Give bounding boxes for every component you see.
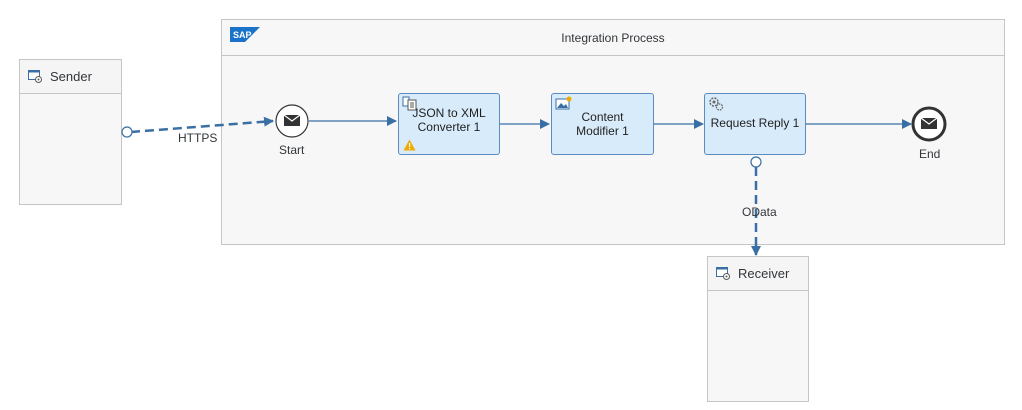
receiver-participant[interactable]: Receiver	[707, 256, 809, 402]
pool-header: SAP Integration Process	[222, 20, 1004, 56]
start-event[interactable]	[275, 104, 309, 138]
sender-header: Sender	[20, 60, 121, 94]
sender-https-flow[interactable]	[130, 116, 274, 134]
modifier-label-line1: Content	[581, 110, 624, 124]
end-event[interactable]	[911, 106, 947, 142]
gear-icon	[709, 97, 724, 111]
start-label: Start	[279, 143, 305, 157]
sender-label: Sender	[50, 69, 92, 84]
content-modifier-icon	[555, 96, 572, 110]
warning-icon[interactable]	[403, 139, 416, 151]
end-label: End	[919, 147, 941, 161]
receiver-header: Receiver	[708, 257, 808, 291]
receiver-label: Receiver	[738, 266, 790, 281]
pool-title: Integration Process	[561, 30, 665, 45]
converter-icon	[402, 96, 417, 111]
request-reply-label: Request Reply 1	[710, 116, 800, 130]
https-label: HTTPS	[178, 131, 218, 145]
participant-icon	[716, 267, 730, 280]
participant-icon	[28, 70, 42, 83]
receiver-flow-origin	[750, 156, 762, 168]
converter-label-line2: Converter 1	[417, 120, 481, 134]
sap-logo-icon: SAP	[230, 27, 260, 42]
odata-label: OData	[742, 205, 777, 219]
sender-flow-origin	[121, 126, 133, 138]
sap-logo-text: SAP	[233, 30, 252, 40]
json-to-xml-converter-step[interactable]: JSON to XML Converter 1	[398, 93, 500, 155]
modifier-label-line2: Modifier 1	[576, 124, 629, 138]
converter-label-line1: JSON to XML	[412, 106, 486, 120]
content-modifier-step[interactable]: Content Modifier 1	[551, 93, 654, 155]
request-reply-step[interactable]: Request Reply 1	[704, 93, 806, 155]
sender-participant[interactable]: Sender	[19, 59, 122, 205]
